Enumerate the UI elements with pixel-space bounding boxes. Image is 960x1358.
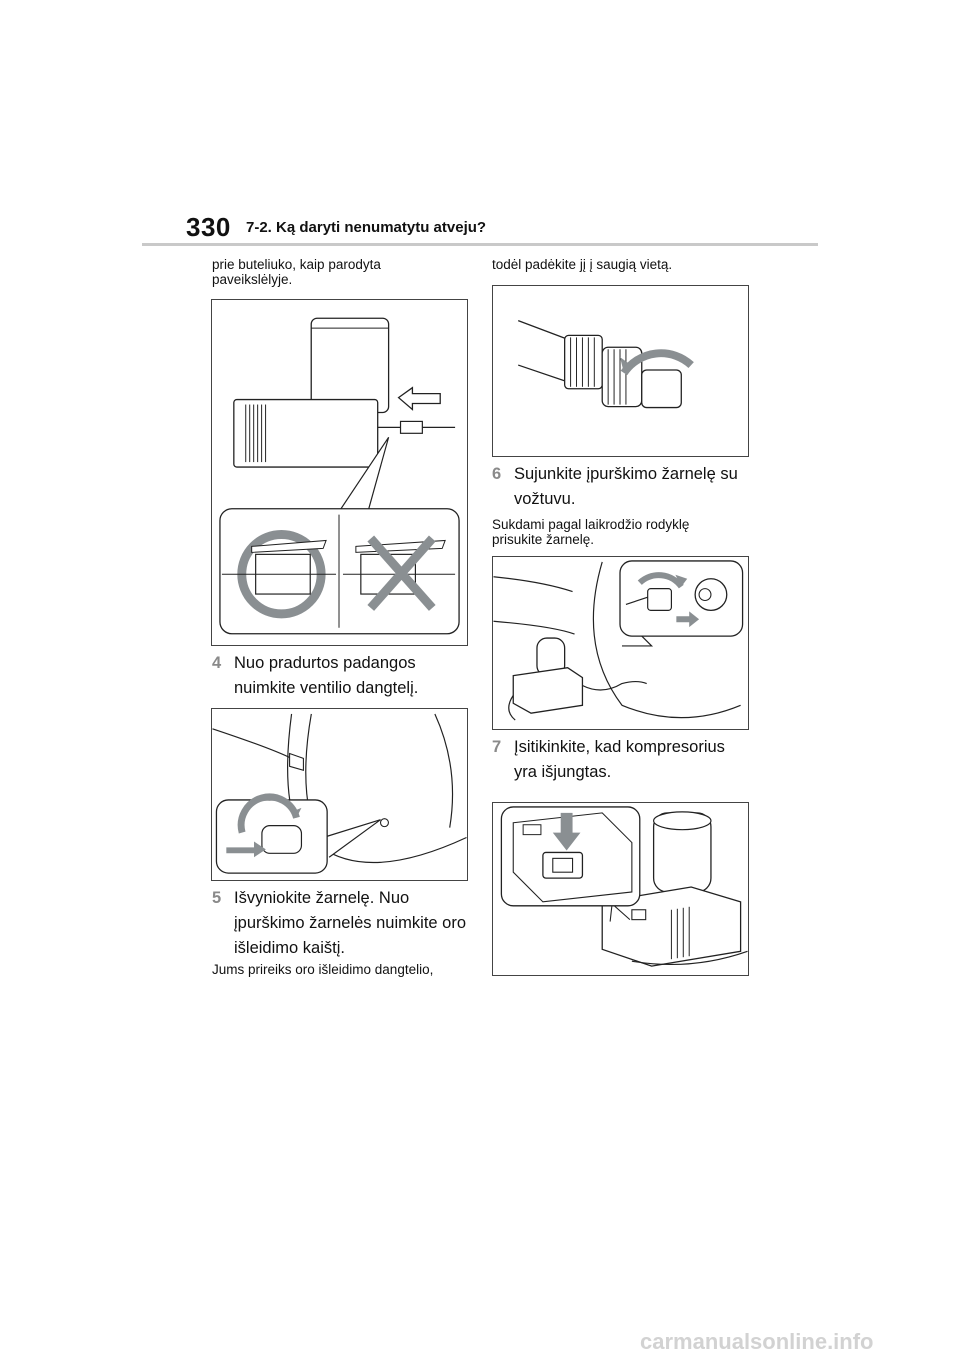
figure-bottle-connection [211,299,468,646]
step-7-line-1: Įsitikinkite, kad kompresorius [514,738,725,756]
figure-valve-cap [211,708,468,881]
step-4: 4 Nuo pradurtos padangos nuimkite ventil… [212,651,492,703]
step-4-number: 4 [212,654,222,672]
step-5-line-3: išleidimo kaištį. [234,939,345,957]
step-6-line-2: vožtuvu. [514,490,576,508]
step-5-line-1: Išvyniokite žarnelę. Nuo [234,889,410,907]
step-7-number: 7 [492,738,502,756]
step-5-number: 5 [212,889,222,907]
figure-compressor-switch [492,802,749,976]
step-6-line-1: Sujunkite įpurškimo žarnelę su [514,465,738,483]
compressor-switch-illustration [500,806,748,967]
intro-text: prie buteliuko, kaip parodyta paveikslėl… [212,257,472,287]
step-7-line-2: yra išjungtas. [514,763,612,781]
step-5-note-part-1: Jums prireiks oro išleidimo dangtelio, [212,962,434,977]
intro-line-1: prie buteliuko, kaip parodyta [212,257,381,272]
page-number: 330 [186,212,231,242]
hose-connection-illustration [493,560,744,721]
step-7: 7 Įsitikinkite, kad kompresorius yra išj… [492,735,772,787]
step-5-line-2: įpurškimo žarnelės nuimkite oro [234,914,467,932]
step-6-note-line-2: prisukite žarnelę. [492,532,595,547]
figure-hose-connection [492,556,749,730]
section-title: 7-2. Ką daryti nenumatytu atveju? [246,219,487,236]
step-6: 6 Sujunkite įpurškimo žarnelę su vožtuvu… [492,462,772,514]
step-6-number: 6 [492,465,502,483]
step-6-note-line-1: Sukdami pagal laikrodžio rodyklę [492,517,690,532]
air-release-cap-illustration [517,319,694,409]
valve-cap-illustration [212,713,467,874]
figure-air-release-cap [492,285,749,457]
step-5: 5 Išvyniokite žarnelę. Nuo įpurškimo žar… [212,886,492,962]
header-rule [142,243,818,246]
watermark-text: carmanualsonline.info [640,1329,874,1354]
step-5-note-part-2: todėl padėkite jį į saugią vietą. [492,257,673,272]
intro-line-2: paveikslėlyje. [212,272,293,287]
step-6-note: Sukdami pagal laikrodžio rodyklę prisuki… [492,517,772,547]
step-4-line-2: nuimkite ventilio dangtelį. [234,679,419,697]
step-4-line-1: Nuo pradurtos padangos [234,654,416,672]
bottle-connection-illustration [219,317,460,635]
